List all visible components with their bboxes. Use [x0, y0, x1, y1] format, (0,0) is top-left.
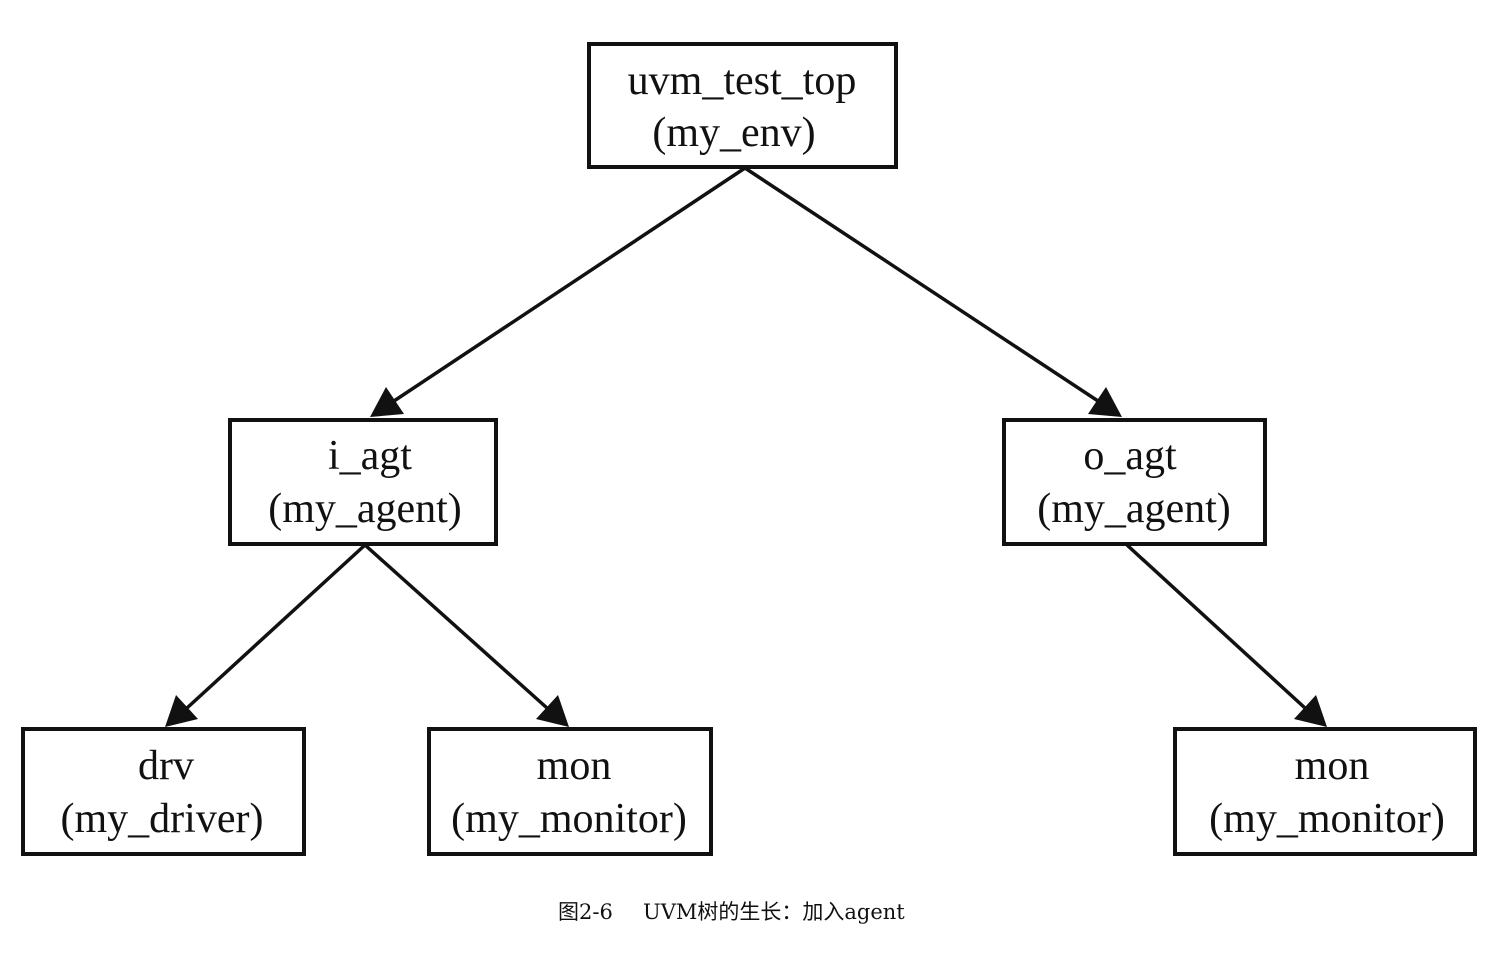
- node-type: (my_driver): [61, 796, 264, 842]
- node-type: (my_env): [652, 110, 815, 156]
- node-i-agt-drv: drv (my_driver): [21, 727, 306, 856]
- node-type: (my_agent): [1037, 486, 1231, 532]
- edge-i-agt-to-mon: [363, 543, 569, 727]
- figure-caption: 图2-6 UVM树的生长：加入agent: [558, 900, 905, 924]
- edge-root-to-i-agt: [370, 166, 746, 417]
- caption-text: UVM树的生长：加入agent: [643, 900, 905, 924]
- node-i-agt-mon: mon (my_monitor): [427, 727, 713, 856]
- node-o-agt-mon: mon (my_monitor): [1173, 727, 1477, 856]
- node-type: (my_monitor): [1209, 796, 1445, 842]
- node-name: mon: [537, 743, 612, 789]
- node-type: (my_monitor): [451, 796, 687, 842]
- node-type: (my_agent): [268, 486, 462, 532]
- node-uvm-test-top: uvm_test_top (my_env): [587, 42, 898, 169]
- tree-edges: [165, 166, 1327, 727]
- node-name: i_agt: [328, 433, 412, 479]
- edge-root-to-o-agt: [744, 166, 1122, 417]
- edge-o-agt-to-mon: [1125, 543, 1327, 727]
- node-name: mon: [1295, 743, 1370, 789]
- edge-i-agt-to-drv: [165, 543, 367, 727]
- caption-label: 图2-6: [558, 900, 613, 924]
- node-name: uvm_test_top: [628, 58, 857, 104]
- node-o-agt: o_agt (my_agent): [1002, 418, 1267, 546]
- node-i-agt: i_agt (my_agent): [228, 418, 498, 546]
- node-name: drv: [138, 743, 194, 789]
- node-name: o_agt: [1083, 433, 1177, 479]
